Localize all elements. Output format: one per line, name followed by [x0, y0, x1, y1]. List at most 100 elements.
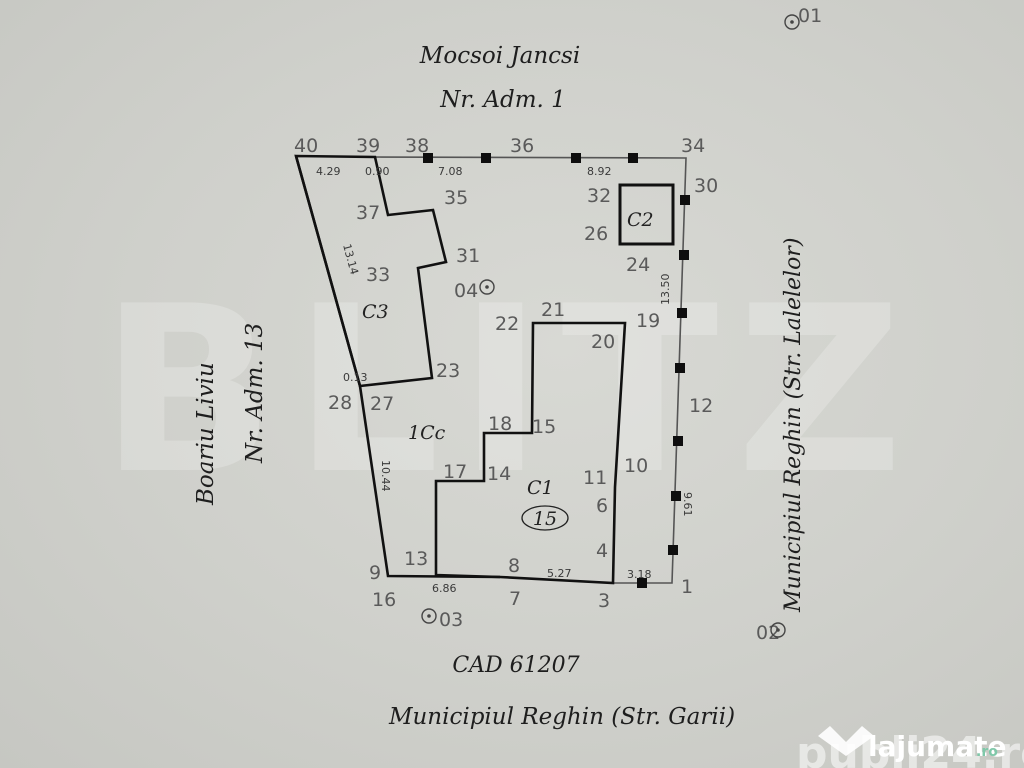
point-label: 27	[370, 393, 394, 415]
building-c2-label: C2	[627, 209, 654, 231]
lajumate-logo-text: lajumate	[868, 730, 1006, 763]
blitz-watermark: BLITZ	[100, 258, 921, 525]
dimension-labels: 4.29 0.90 7.08 8.92 13.14 0.13 10.44 6.8…	[316, 165, 694, 595]
fence-marker	[675, 363, 685, 373]
survey-marker-01: 01	[784, 5, 822, 30]
building-c1-outline	[434, 321, 627, 585]
survey-point-dot	[790, 20, 794, 24]
point-label: 39	[356, 135, 380, 157]
point-label: 32	[587, 185, 611, 207]
point-label: 28	[328, 392, 352, 414]
point-label: 9	[369, 562, 381, 584]
survey-point-icon	[784, 14, 800, 30]
fence-marker	[481, 153, 491, 163]
dimension-label: 8.92	[587, 165, 612, 178]
point-label: 7	[509, 588, 521, 610]
survey-point-icon	[421, 608, 437, 624]
survey-point-dot	[485, 285, 489, 289]
dimension-label: 5.27	[547, 567, 572, 580]
point-label: 30	[694, 175, 718, 197]
dimension-label: 4.29	[316, 165, 341, 178]
point-label: 36	[510, 135, 534, 157]
building-1cc-label: 1Cc	[408, 422, 446, 444]
fence-marker	[679, 250, 689, 260]
survey-point-icon	[479, 279, 495, 295]
dimension-label: 9.61	[681, 492, 694, 517]
point-label: 33	[366, 264, 390, 286]
top-neighbor-name: Mocsoi Jancsi	[419, 43, 580, 69]
point-label: 15	[532, 416, 556, 438]
point-label: 20	[591, 331, 615, 353]
survey-marker-label: 03	[439, 609, 463, 631]
dimension-label: 10.44	[379, 460, 392, 492]
survey-marker-02: 02	[756, 622, 786, 644]
point-label: 24	[626, 254, 650, 276]
point-label: 22	[495, 313, 519, 335]
top-neighbor-adm: Nr. Adm. 1	[439, 87, 566, 113]
point-label: 38	[405, 135, 429, 157]
lajumate-logo-icon	[818, 726, 874, 756]
building-number-ellipse	[521, 505, 569, 531]
dimension-label: 0.90	[365, 165, 390, 178]
point-label: 14	[487, 463, 511, 485]
survey-point-dot	[776, 628, 780, 632]
building-c1-label: C1	[527, 477, 554, 499]
dimension-label: 6.86	[432, 582, 457, 595]
left-neighbor-name: Boariu Liviu	[193, 362, 219, 506]
survey-marker-label: 01	[798, 5, 822, 27]
building-c3-label: C3	[362, 301, 389, 323]
point-label: 34	[681, 135, 705, 157]
fence-marker	[668, 545, 678, 555]
lajumate-logo: lajumate .ro	[818, 726, 1006, 763]
cadastral-number: CAD 61207	[452, 653, 579, 678]
building-c3-outline	[294, 154, 448, 388]
fence-marker	[671, 491, 681, 501]
dimension-label: 7.08	[438, 165, 463, 178]
survey-marker-label: 02	[756, 622, 780, 644]
dimension-label: 13.50	[659, 274, 672, 306]
survey-point-dot	[427, 614, 431, 618]
point-label: 11	[583, 467, 607, 489]
point-label: 37	[356, 202, 380, 224]
fence-marker	[677, 308, 687, 318]
fence-marker	[637, 578, 647, 588]
survey-marker-label: 04	[454, 280, 478, 302]
point-label: 21	[541, 299, 565, 321]
building-c1-number: 15	[533, 508, 557, 530]
point-label: 13	[404, 548, 428, 570]
fence-marker	[673, 436, 683, 446]
point-label: 19	[636, 310, 660, 332]
point-label: 31	[456, 245, 480, 267]
left-neighbor-adm: Nr. Adm. 13	[242, 323, 268, 464]
dimension-label: 0.13	[343, 371, 368, 384]
point-label: 8	[508, 555, 520, 577]
point-label: 17	[443, 461, 467, 483]
survey-point-icon	[770, 622, 786, 638]
dimension-label: 3.18	[627, 568, 652, 581]
building-c2-outline	[618, 183, 675, 246]
fence-marker	[628, 153, 638, 163]
point-label: 3	[598, 590, 610, 612]
point-label: 18	[488, 413, 512, 435]
point-label: 16	[372, 589, 396, 611]
point-label: 12	[689, 395, 713, 417]
fence-markers	[423, 153, 690, 588]
lajumate-logo-suffix: .ro	[976, 744, 998, 760]
point-label: 26	[584, 223, 608, 245]
fence-marker	[571, 153, 581, 163]
point-label: 6	[596, 495, 608, 517]
survey-marker-03: 03	[421, 608, 463, 631]
point-label: 10	[624, 455, 648, 477]
fence-marker	[423, 153, 433, 163]
fence-marker	[680, 195, 690, 205]
right-street-label: Municipiul Reghin (Str. Lalelelor)	[781, 238, 806, 613]
point-label: 23	[436, 360, 460, 382]
point-label: 40	[294, 135, 318, 157]
point-label: 35	[444, 187, 468, 209]
point-labels: 40 39 38 36 34 37 35 32 30 26 31 33 24 2…	[294, 135, 718, 612]
survey-marker-04: 04	[454, 279, 495, 302]
bottom-street-label: Municipiul Reghin (Str. Garii)	[388, 704, 735, 730]
point-label: 1	[681, 576, 693, 598]
